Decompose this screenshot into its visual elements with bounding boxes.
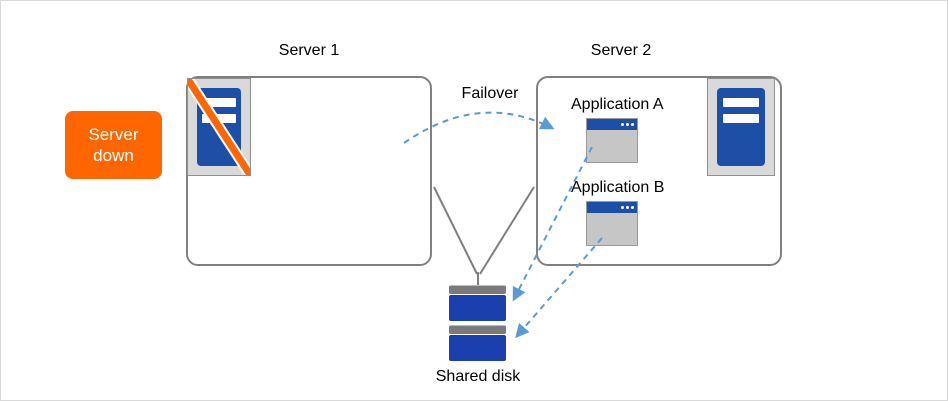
server2-to-disk-line bbox=[479, 186, 535, 275]
titlebar-dot-icon bbox=[626, 206, 629, 209]
application-a-label: Application A bbox=[571, 96, 664, 113]
disk-top bbox=[449, 285, 506, 294]
application-b-window-icon bbox=[586, 201, 638, 246]
server1-label: Server 1 bbox=[278, 42, 340, 59]
window-titlebar bbox=[587, 119, 637, 130]
failover-label: Failover bbox=[461, 85, 519, 102]
server-slot-bar bbox=[722, 97, 760, 107]
application-a-window-icon bbox=[586, 118, 638, 163]
disk-unit bbox=[449, 325, 506, 361]
disk-body bbox=[449, 295, 506, 321]
server1-to-disk-line bbox=[433, 186, 478, 275]
disk-top bbox=[449, 325, 506, 334]
disk-unit bbox=[449, 285, 506, 321]
server-slot-bar bbox=[202, 97, 236, 107]
titlebar-dot-icon bbox=[621, 123, 624, 126]
server-slot-bar bbox=[722, 113, 760, 123]
server2-label: Server 2 bbox=[590, 42, 652, 59]
server-chassis bbox=[717, 87, 765, 167]
application-b-label: Application B bbox=[571, 179, 665, 196]
window-titlebar bbox=[587, 202, 637, 213]
titlebar-dot-icon bbox=[626, 123, 629, 126]
shared-disk-icon bbox=[449, 285, 506, 365]
server-down-badge: Server down bbox=[65, 111, 162, 179]
titlebar-dot-icon bbox=[621, 206, 624, 209]
titlebar-dot-icon bbox=[631, 123, 634, 126]
disk-body bbox=[449, 335, 506, 361]
titlebar-dot-icon bbox=[631, 206, 634, 209]
shared-disk-label: Shared disk bbox=[435, 368, 521, 385]
server-down-icon bbox=[187, 78, 251, 176]
server-icon bbox=[707, 78, 775, 176]
